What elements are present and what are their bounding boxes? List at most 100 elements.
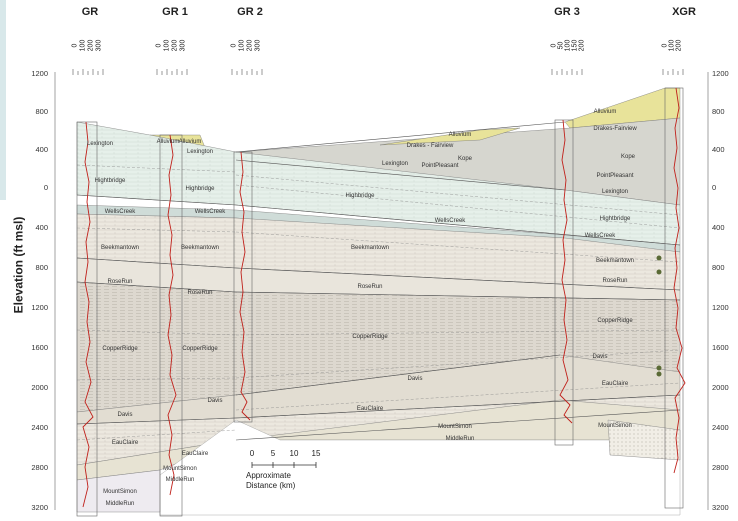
log-scale-label: 200 (246, 39, 254, 52)
gr-log-trace (82, 121, 94, 508)
label-mountsimon-4: MountSimon (598, 423, 632, 429)
well-columns (76, 87, 684, 517)
label-highbridge-3: Highbridge (345, 193, 375, 199)
log-header-gr: GR (81, 6, 99, 18)
y-tick-left: 1600 (31, 343, 48, 352)
log-scale-label: 100 (564, 39, 572, 52)
label-wellscreek-4: WellsCreek (585, 233, 617, 239)
log-scale-label: 200 (87, 39, 95, 52)
label-alluvium-gr1-b: Alluvium (179, 139, 202, 145)
label-drakes-fairview-2: Drakes - Fairview (407, 143, 454, 149)
internal-marker-lines (76, 164, 681, 441)
label-hightbridge-xgr: Hightbridge (600, 216, 631, 222)
y-tick-left: 1200 (31, 69, 48, 78)
label-pointpleasant-2: PointPleasant (596, 173, 633, 179)
label-middlerun-2: MiddleRun (166, 477, 195, 483)
log-scale-label: 100 (163, 39, 171, 52)
label-davis-4: Davis (592, 354, 607, 360)
label-wellscreek-2: WellsCreek (195, 209, 227, 215)
log-scale-label: 0 (661, 43, 669, 48)
well-xgr-column (664, 87, 684, 509)
label-alluvium-gr1: Alluvium (157, 139, 180, 145)
label-beekmantown-4: Beekmantown (596, 258, 634, 264)
y-tick-left: 0 (43, 183, 48, 192)
y-tick-right: 2400 (712, 423, 729, 432)
label-kope-1: Kope (458, 156, 473, 162)
alluvium-xgr (564, 87, 681, 129)
label-roserun-4: RoseRun (602, 278, 627, 284)
label-davis-2: Davis (207, 398, 222, 404)
log-scale-label: 0 (550, 43, 558, 48)
gr2-log-trace (239, 151, 251, 421)
scale-bar-number: 5 (270, 449, 276, 458)
gamma-logs (82, 87, 686, 508)
label-copperridge-1: CopperRidge (102, 346, 138, 352)
y-tick-right: 0 (712, 183, 717, 192)
y-tick-left: 400 (35, 223, 48, 232)
log-scale-label: 200 (675, 39, 683, 52)
log-scale-label: 200 (171, 39, 179, 52)
log-scale-label: 300 (254, 39, 262, 52)
label-lexington-3: Lexington (382, 161, 408, 167)
label-wellscreek-3: WellsCreek (435, 218, 467, 224)
adjacent-figure-edge (0, 0, 6, 200)
y-tick-right: 3200 (712, 503, 729, 512)
label-hightbridge-1: Hightbridge (95, 178, 126, 184)
label-eauclaire-1: EauClaire (112, 440, 139, 446)
y-tick-right: 800 (712, 263, 725, 272)
label-highbridge-2: Highbridge (185, 186, 215, 192)
gr1-log-trace (167, 134, 177, 496)
label-beekmantown-1: Beekmantown (101, 245, 139, 251)
log-scale-label: 200 (578, 39, 586, 52)
unit-labels: Lexington Alluvium Alluvium Lexington Le… (87, 109, 637, 507)
label-mountsimon-2: MountSimon (163, 466, 197, 472)
label-davis-3: Davis (407, 376, 422, 382)
y-tick-left: 2800 (31, 463, 48, 472)
y-tick-right: 400 (712, 223, 725, 232)
y-tick-left: 800 (35, 107, 48, 116)
y-tick-right: 1200 (712, 69, 729, 78)
log-scale-label: 300 (95, 39, 103, 52)
y-tick-left: 1200 (31, 303, 48, 312)
scale-bar-label-2: Distance (km) (246, 481, 296, 490)
y-tick-right: 800 (712, 107, 725, 116)
label-eauclaire-4: EauClaire (602, 381, 629, 387)
log-header-xgr: XGR (672, 6, 696, 18)
well-gr2-column (233, 151, 253, 423)
label-beekmantown-2: Beekmantown (181, 245, 219, 251)
y-tick-left: 3200 (31, 503, 48, 512)
label-mountsimon-1: MountSimon (103, 489, 137, 495)
y-tick-left: 2000 (31, 383, 48, 392)
log-scale-label: 0 (71, 43, 79, 48)
log-scale-label: 100 (668, 39, 676, 52)
well-gr3-column (554, 119, 574, 446)
log-scale-label: 0 (155, 43, 163, 48)
label-beekmantown-3: Beekmantown (351, 245, 389, 251)
y-tick-right: 2000 (712, 383, 729, 392)
log-header-gr1: GR 1 (162, 6, 188, 18)
label-middlerun-1: MiddleRun (106, 501, 135, 507)
log-header-gr3: GR 3 (554, 6, 580, 18)
label-copperridge-3: CopperRidge (352, 334, 388, 340)
gr3-log-trace (559, 119, 573, 424)
sample-points (656, 255, 662, 377)
log-scale-label: 50 (557, 41, 565, 50)
y-tick-right: 2800 (712, 463, 729, 472)
label-eauclaire-3: EauClaire (357, 406, 384, 412)
label-roserun-2: RoseRun (187, 290, 212, 296)
label-middlerun-3: MiddleRun (446, 436, 475, 442)
label-copperridge-2: CopperRidge (182, 346, 218, 352)
label-lexington-xgr: Lexington (602, 189, 628, 195)
label-davis-1: Davis (117, 412, 132, 418)
log-scale-label: 100 (238, 39, 246, 52)
label-roserun-1: RoseRun (107, 279, 132, 285)
label-kope-2: Kope (621, 154, 636, 160)
scale-bar-number: 15 (311, 449, 321, 458)
well-gr1-column (159, 134, 183, 517)
xgr-log-trace (673, 87, 686, 474)
y-tick-right: 400 (712, 145, 725, 154)
log-scale-ticks (72, 69, 684, 75)
y-tick-left: 800 (35, 263, 48, 272)
label-copperridge-4: CopperRidge (597, 318, 633, 324)
